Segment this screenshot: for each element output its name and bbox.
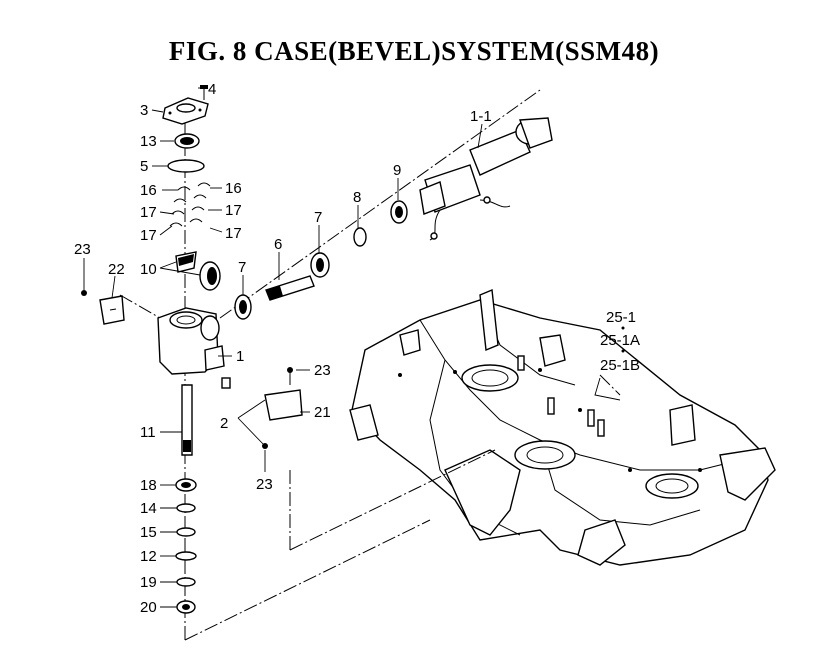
- bracket-21: [262, 367, 303, 449]
- bearing-7-left: [234, 294, 252, 320]
- pto-shaft-1-1: [419, 117, 553, 241]
- label-18: 18: [140, 477, 157, 494]
- label-5: 5: [140, 158, 148, 175]
- label-25-1a: 25-1A: [600, 332, 640, 349]
- label-12: 12: [140, 548, 157, 565]
- shims: [169, 182, 211, 227]
- label-20: 20: [140, 599, 157, 616]
- bearing-13: [174, 133, 200, 149]
- label-23a: 23: [74, 241, 91, 258]
- label-1-1: 1-1: [470, 108, 492, 125]
- bearing-7-right: [310, 252, 330, 278]
- label-14: 14: [140, 500, 157, 517]
- label-7b: 7: [314, 209, 322, 226]
- figure-title: FIG. 8 CASE(BEVEL)SYSTEM(SSM48): [168, 36, 660, 66]
- washer-15: [176, 527, 196, 537]
- label-8: 8: [353, 189, 361, 206]
- label-21: 21: [314, 404, 331, 421]
- shaft-11: [181, 384, 193, 456]
- snap-ring-8: [353, 227, 367, 247]
- label-11: 11: [140, 424, 156, 441]
- shaft-6: [265, 275, 315, 301]
- label-23c: 23: [256, 476, 273, 493]
- label-17d: 17: [225, 225, 242, 242]
- label-1: 1: [236, 348, 244, 365]
- label-25-1b: 25-1B: [600, 357, 640, 374]
- label-17b: 17: [225, 202, 242, 219]
- label-25-1: 25-1: [606, 309, 636, 326]
- ring-19: [176, 577, 196, 587]
- label-9: 9: [393, 162, 401, 179]
- label-22: 22: [108, 261, 125, 278]
- label-13: 13: [140, 133, 157, 150]
- bevel-case: [157, 307, 225, 375]
- label-17c: 17: [140, 227, 157, 244]
- label-3: 3: [140, 102, 148, 119]
- bolt-4: [200, 85, 208, 100]
- top-cover: [162, 97, 209, 125]
- bevel-gears-10: [175, 251, 221, 291]
- seal-9: [390, 200, 408, 224]
- label-15: 15: [140, 524, 157, 541]
- bushing-2: [221, 377, 231, 389]
- label-19: 19: [140, 574, 157, 591]
- mower-deck: [349, 288, 776, 566]
- label-4: 4: [208, 81, 216, 98]
- label-16a: 16: [140, 182, 157, 199]
- bracket-22: [81, 290, 125, 325]
- washer-12: [175, 551, 197, 561]
- label-10: 10: [140, 261, 157, 278]
- label-7a: 7: [238, 259, 246, 276]
- label-6: 6: [274, 236, 282, 253]
- label-23b: 23: [314, 362, 331, 379]
- washer-14: [176, 503, 196, 513]
- seal-20: [176, 600, 196, 614]
- label-16b: 16: [225, 180, 242, 197]
- label-2: 2: [220, 415, 228, 432]
- label-17a: 17: [140, 204, 157, 221]
- bearing-18: [175, 478, 197, 492]
- o-ring-5: [167, 159, 205, 173]
